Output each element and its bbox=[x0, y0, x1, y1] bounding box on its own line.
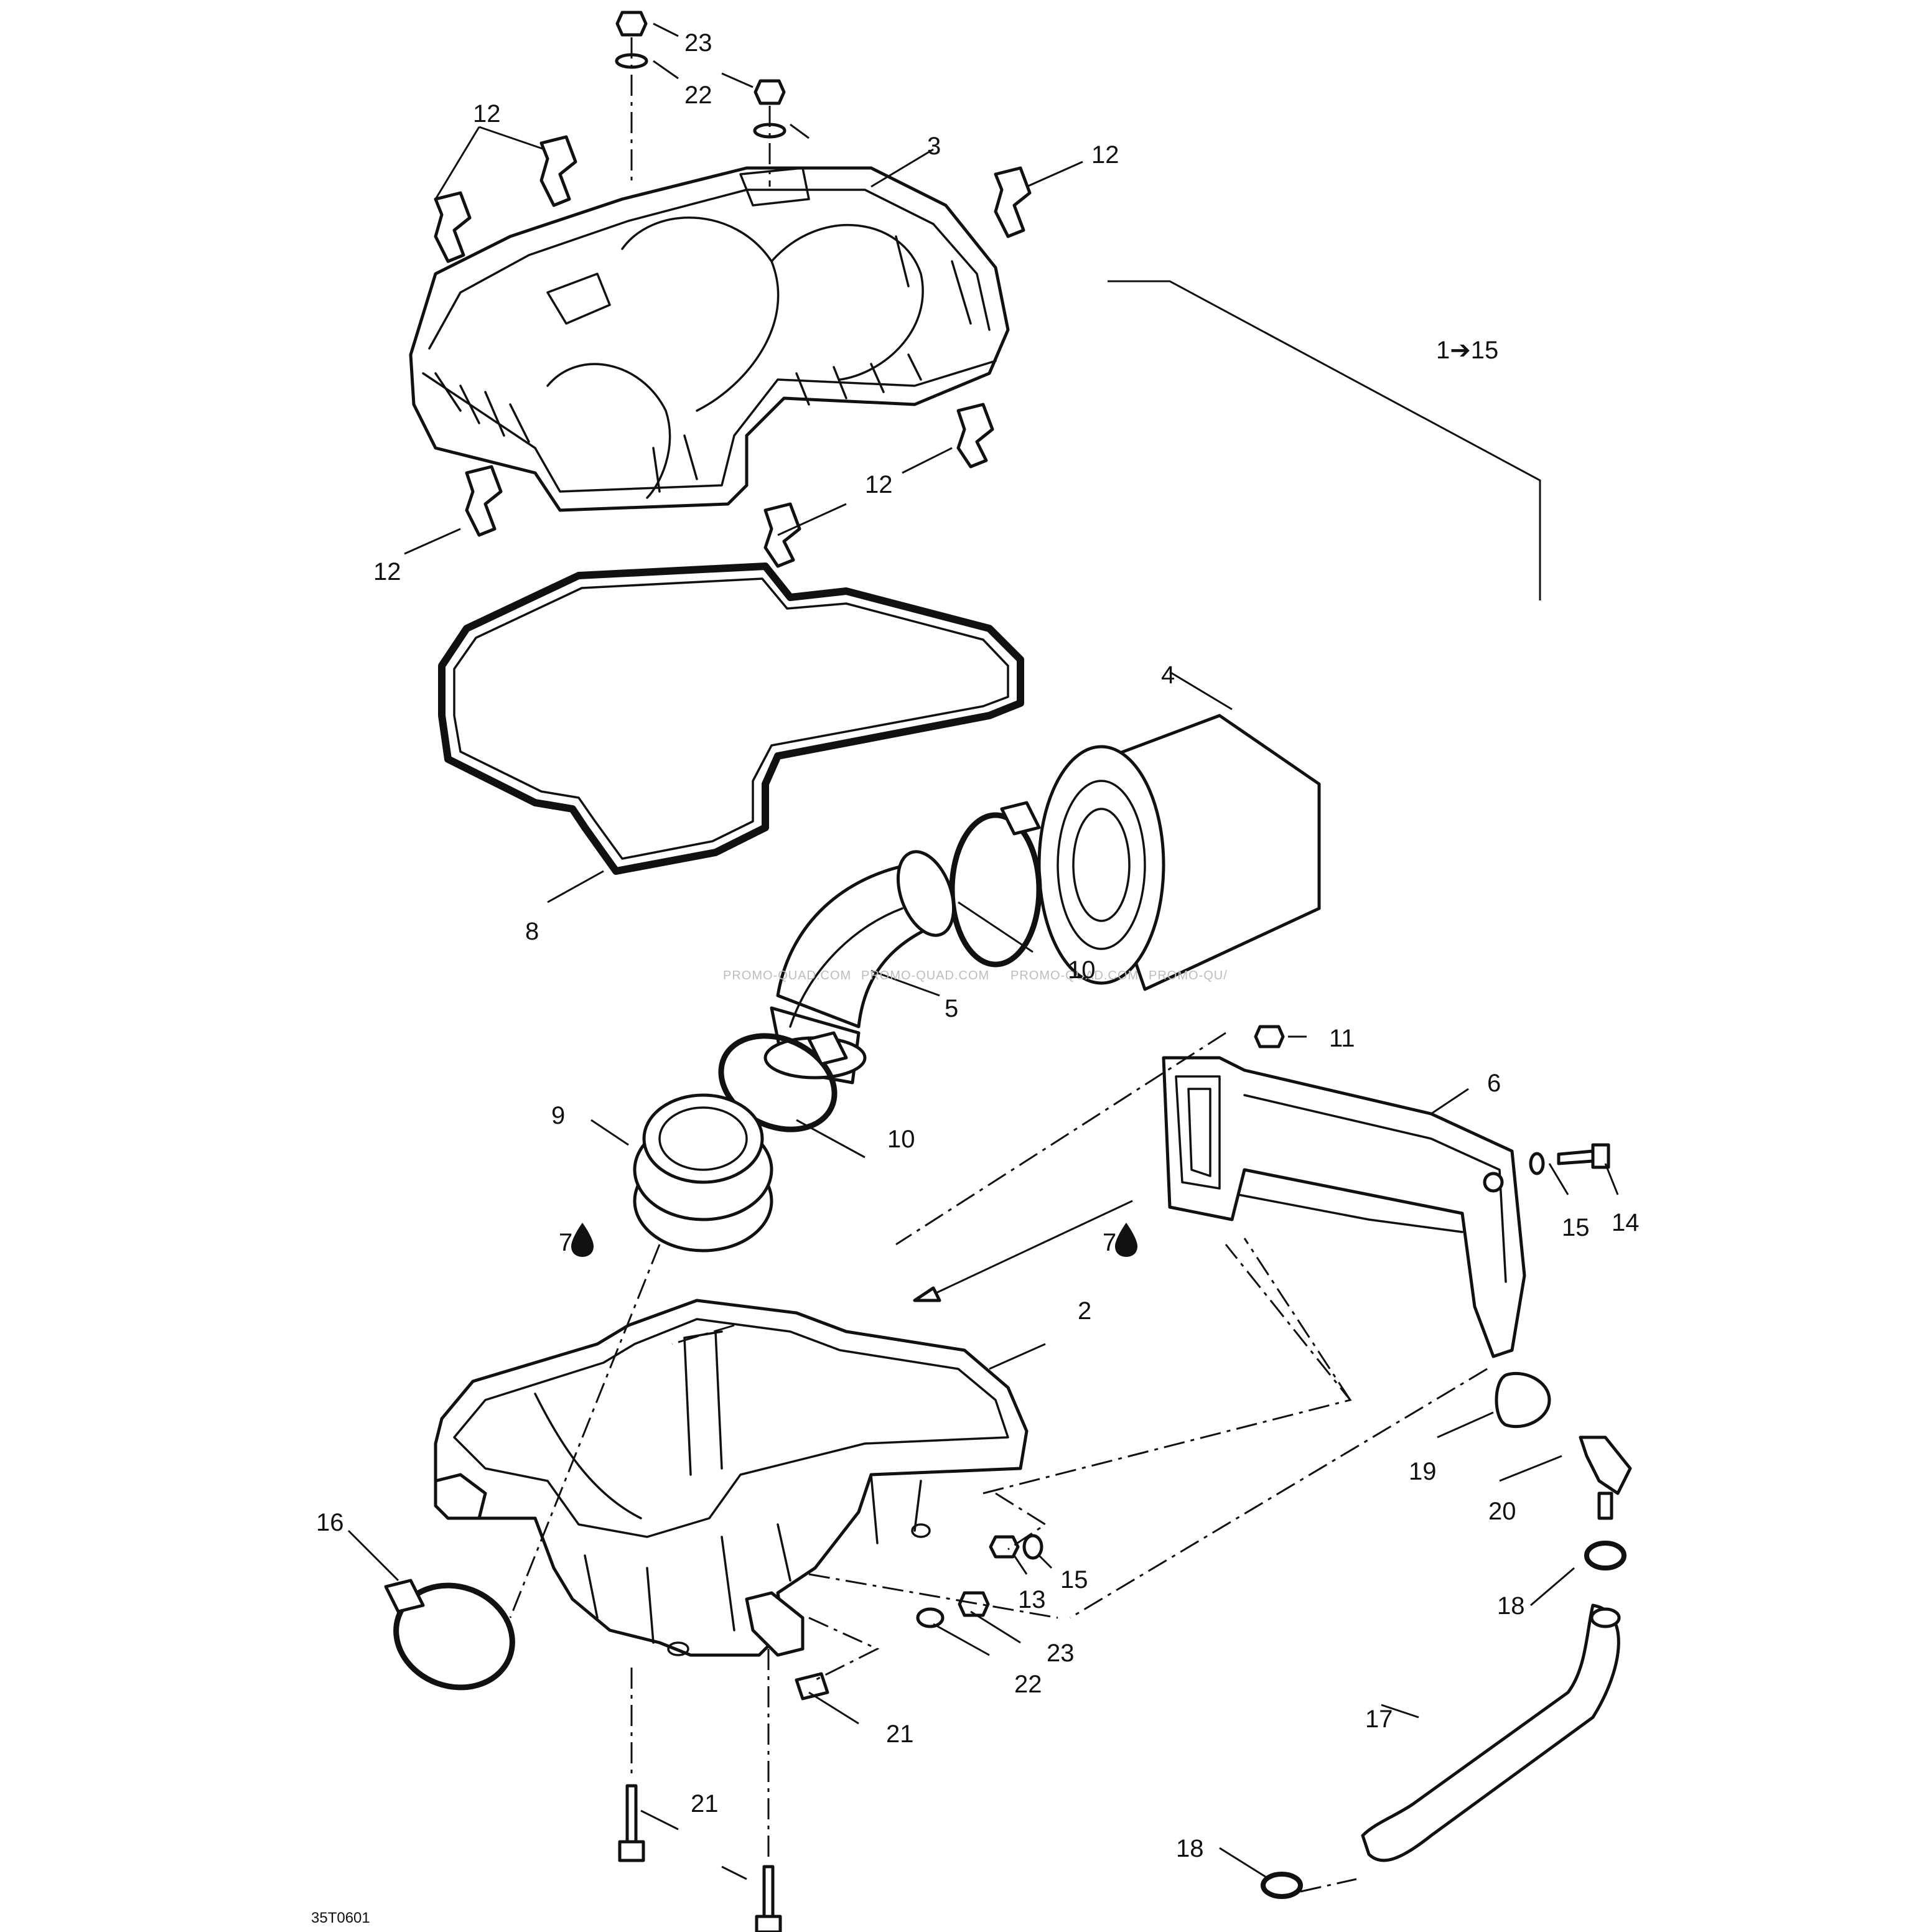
oil-drop-icon bbox=[1115, 1223, 1137, 1257]
callout-10-lower: 10 bbox=[887, 1126, 915, 1153]
callout-9: 9 bbox=[551, 1102, 565, 1129]
callout-14: 14 bbox=[1612, 1209, 1640, 1236]
callout-18-lower: 18 bbox=[1176, 1835, 1204, 1862]
clamp-upper bbox=[949, 801, 1042, 968]
callout-18-upper: 18 bbox=[1497, 1592, 1525, 1620]
air-box-cover bbox=[409, 166, 1010, 512]
callout-19: 19 bbox=[1409, 1458, 1437, 1485]
retaining-clips bbox=[434, 135, 1032, 568]
air-filter bbox=[1037, 714, 1321, 991]
watermark-2: PROMO-QUAD.COM bbox=[861, 969, 989, 982]
leader-lines bbox=[347, 22, 1619, 1880]
callout-10-upper: 10 bbox=[1068, 956, 1096, 984]
callout-21-lower: 21 bbox=[691, 1790, 719, 1818]
callout-15-right: 15 bbox=[1562, 1214, 1590, 1241]
callout-15-lower: 15 bbox=[1060, 1566, 1088, 1594]
callout-23-top: 23 bbox=[684, 29, 712, 57]
drawing-number: 35T0601 bbox=[311, 1910, 370, 1926]
oil-drop-icon bbox=[571, 1223, 594, 1257]
base-fasteners bbox=[795, 1534, 1043, 1701]
hose-clamp-16 bbox=[384, 1579, 515, 1691]
air-inlet-duct bbox=[1162, 1056, 1526, 1358]
callout-13: 13 bbox=[1018, 1586, 1046, 1613]
callout-8: 8 bbox=[525, 918, 539, 945]
air-box-base bbox=[434, 1299, 1029, 1657]
callout-12-top-right: 12 bbox=[1091, 141, 1119, 169]
callout-21-right: 21 bbox=[886, 1720, 914, 1748]
watermark-1: PROMO-QUAD.COM bbox=[723, 969, 851, 982]
bottom-bolts bbox=[618, 1649, 782, 1932]
watermark-3: PROMO-QUAD.COM bbox=[1010, 969, 1139, 982]
callout-23-lower: 23 bbox=[1047, 1640, 1075, 1667]
cover-fasteners bbox=[615, 11, 786, 187]
gasket bbox=[438, 562, 1024, 875]
callout-12-top-left: 12 bbox=[473, 100, 501, 128]
callout-11: 11 bbox=[1329, 1025, 1355, 1052]
duct-fasteners bbox=[1254, 1025, 1610, 1175]
callout-12-left: 12 bbox=[373, 558, 401, 586]
callout-3: 3 bbox=[927, 133, 941, 160]
intake-elbow bbox=[763, 850, 956, 1085]
callout-4: 4 bbox=[1161, 661, 1175, 689]
callout-5: 5 bbox=[945, 995, 958, 1022]
callout-2: 2 bbox=[1078, 1297, 1091, 1325]
callout-7-left: 7 bbox=[559, 1229, 572, 1256]
callout-12-right: 12 bbox=[865, 471, 893, 498]
assembly-lines bbox=[509, 1032, 1488, 1893]
callout-7-right: 7 bbox=[1103, 1229, 1116, 1256]
adapter-boot bbox=[633, 1093, 773, 1253]
callout-16: 16 bbox=[316, 1509, 344, 1536]
assembly-bracket bbox=[1108, 280, 1541, 600]
callout-20: 20 bbox=[1488, 1498, 1516, 1525]
watermark-4: PROMO-QU/ bbox=[1149, 969, 1228, 982]
callout-6: 6 bbox=[1487, 1070, 1501, 1097]
callout-22-lower: 22 bbox=[1014, 1671, 1042, 1698]
callout-1-15: 1➔15 bbox=[1436, 337, 1498, 364]
callouts: 23 22 12 3 12 1➔15 12 12 4 8 10 5 11 6 9… bbox=[316, 29, 1640, 1862]
callout-22-top: 22 bbox=[684, 82, 712, 109]
callout-17: 17 bbox=[1365, 1706, 1393, 1733]
breather-hose bbox=[1261, 1371, 1632, 1899]
